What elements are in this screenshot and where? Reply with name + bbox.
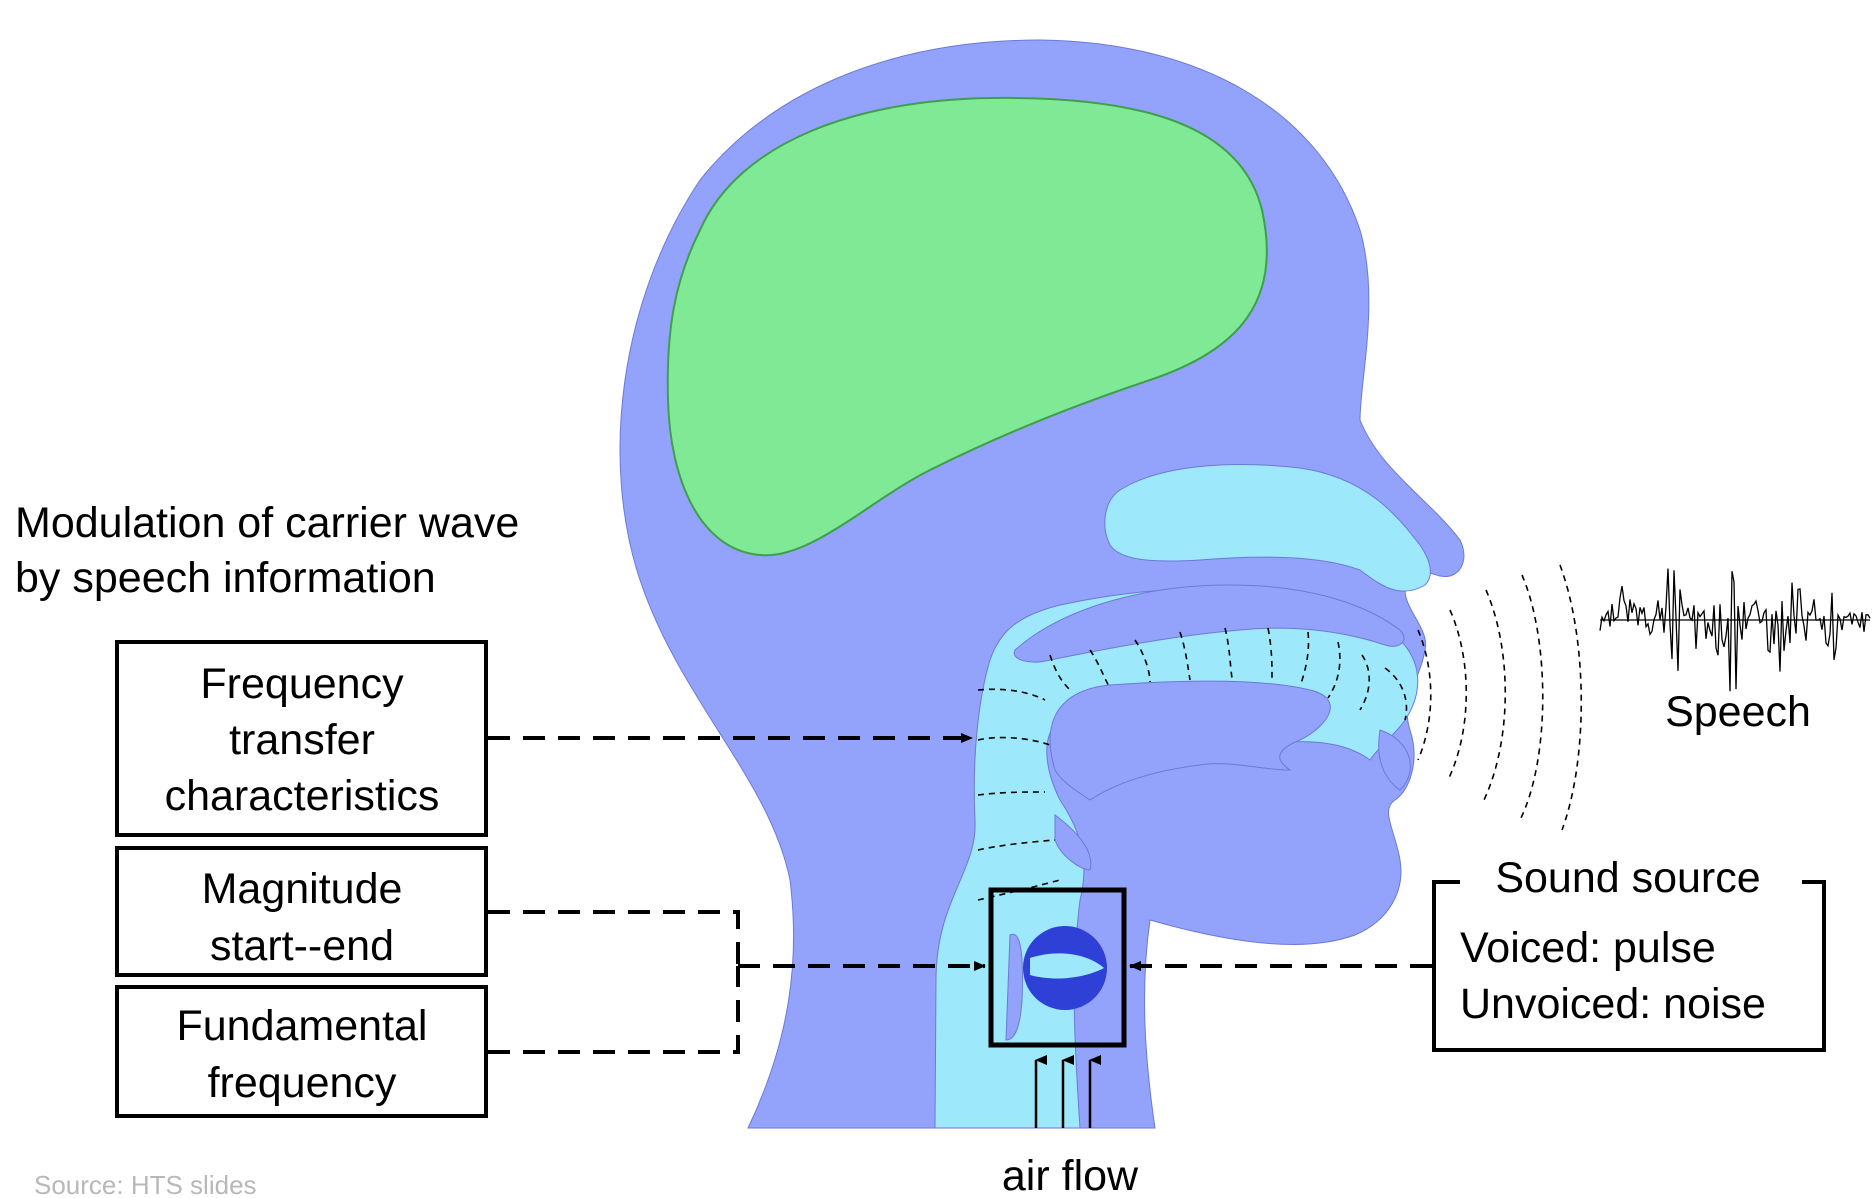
fundamental-line2: frequency [208,1059,397,1107]
sound-source-title: Sound source [1495,854,1760,902]
speech-label: Speech [1665,688,1811,736]
frequency-transfer-line1: Frequency [200,660,404,708]
diagram-title-line1: Modulation of carrier wave [15,499,519,547]
diagram-title-line2: by speech information [15,554,436,602]
frequency-transfer-line3: characteristics [165,772,440,820]
sound-wave-arcs [1418,565,1581,830]
magnitude-line1: Magnitude [202,865,403,913]
air-flow-label: air flow [1002,1152,1139,1198]
source-caption: Source: HTS slides [34,1170,257,1198]
waveform-icon [1600,569,1870,692]
sound-source-voiced: Voiced: pulse [1460,924,1716,972]
fundamental-line1: Fundamental [177,1002,428,1050]
magnitude-line2: start--end [210,922,394,970]
frequency-transfer-line2: transfer [229,716,375,764]
sound-source-unvoiced: Unvoiced: noise [1460,980,1766,1028]
